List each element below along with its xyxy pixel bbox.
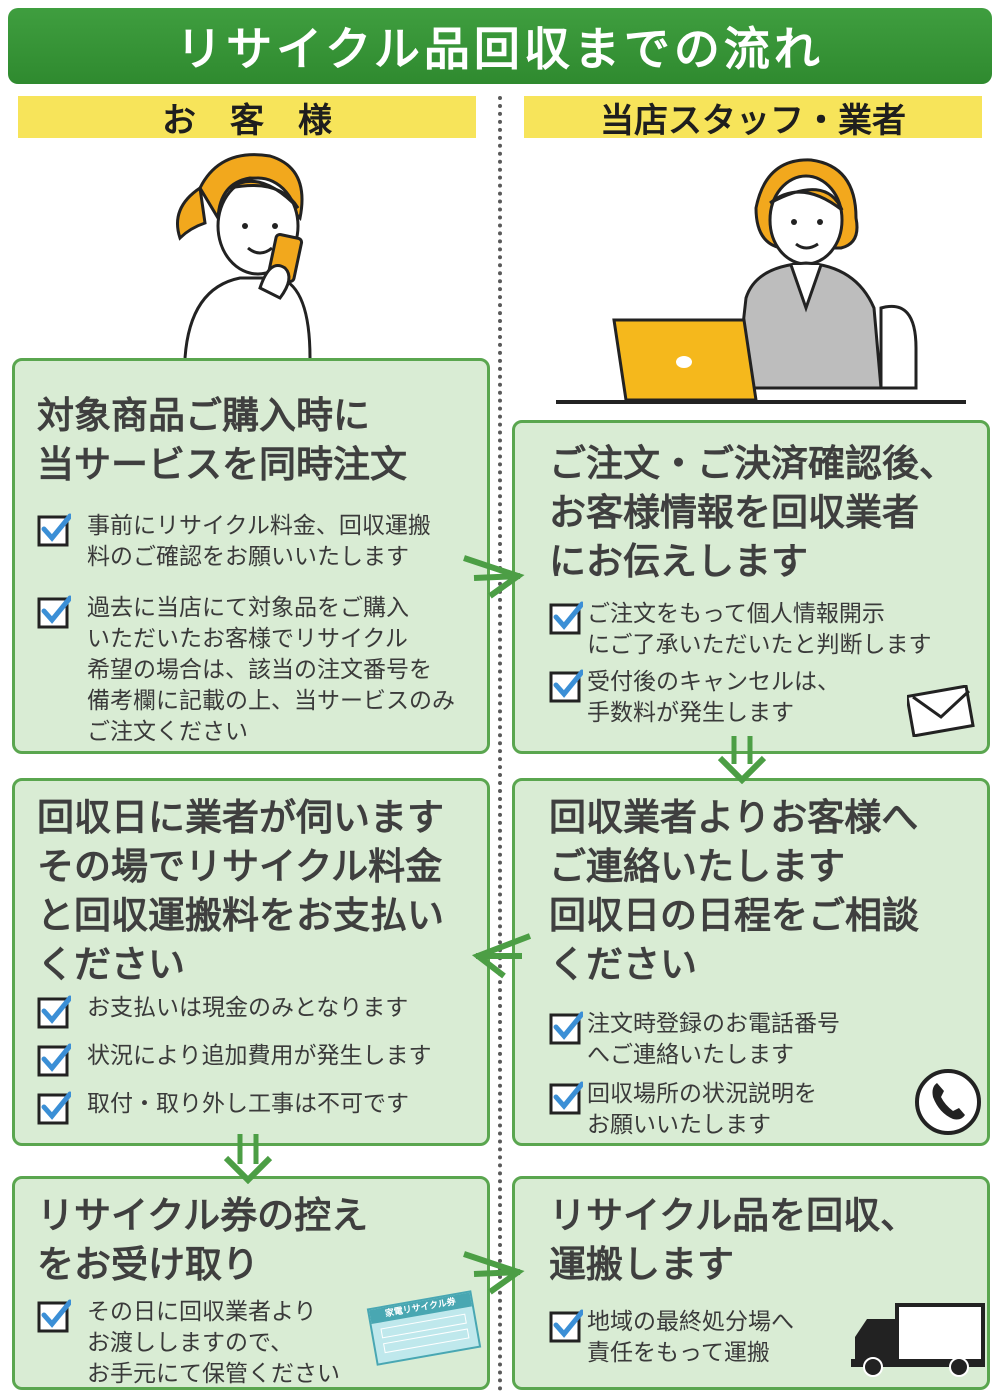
- column-header-staff: 当店スタッフ・業者: [524, 96, 982, 141]
- check-item-text: 回収場所の状況説明を お願いいたします: [587, 1081, 817, 1138]
- truck-icon: [851, 1303, 985, 1377]
- check-item: 受付後のキャンセルは、 手数料が発生します: [549, 667, 840, 729]
- arrow-right-icon: [463, 555, 525, 599]
- card-order-confirmation: ご注文・ご決済確認後、 お客様情報を回収業者 にお伝えします ご注文をもって個人…: [512, 420, 990, 754]
- arrow-right-icon: [463, 1251, 525, 1295]
- check-item: ご注文をもって個人情報開示 にご了承いただいたと判断します: [549, 599, 932, 661]
- card-receive-ticket: リサイクル券の控え をお受け取り その日に回収業者より お渡ししますので、 お手…: [12, 1176, 490, 1390]
- card-title: ご注文・ご決済確認後、 お客様情報を回収業者 にお伝えします: [549, 442, 956, 583]
- check-item: 状況により追加費用が発生します: [37, 1041, 432, 1077]
- check-item-text: お支払いは現金のみとなります: [87, 995, 409, 1021]
- customer-with-phone-illustration: [176, 153, 312, 358]
- check-item: 地域の最終処分場へ 責任をもって運搬: [549, 1307, 794, 1369]
- check-item-text: 状況により追加費用が発生します: [87, 1043, 432, 1069]
- checkbox-checked-icon: [549, 1081, 583, 1115]
- check-item-text: その日に回収業者より お渡ししますので、 お手元にて保管ください: [87, 1299, 340, 1387]
- check-item: 注文時登録のお電話番号 へご連絡いたします: [549, 1009, 840, 1071]
- checkbox-checked-icon: [37, 1091, 71, 1125]
- check-item-text: ご注文をもって個人情報開示 にご了承いただいたと判断します: [587, 601, 932, 658]
- checkbox-checked-icon: [37, 1299, 71, 1333]
- check-item: 事前にリサイクル料金、回収運搬 料のご確認をお願いいたします: [37, 511, 431, 573]
- checkbox-checked-icon: [37, 1043, 71, 1077]
- arrow-down-icon: [717, 736, 767, 784]
- check-item: 取付・取り外し工事は不可です: [37, 1089, 409, 1125]
- card-title: リサイクル券の控え をお受け取り: [37, 1194, 369, 1286]
- page-title: リサイクル品回収までの流れ: [8, 8, 992, 84]
- check-item: お支払いは現金のみとなります: [37, 993, 408, 1029]
- phone-icon: [915, 1069, 981, 1135]
- checkbox-checked-icon: [549, 1309, 583, 1343]
- card-title: 対象商品ご購入時に 当サービスを同時注文: [37, 394, 407, 486]
- card-title: リサイクル品を回収、 運搬します: [549, 1194, 918, 1286]
- checkbox-checked-icon: [549, 669, 583, 703]
- card-contact-customer: 回収業者よりお客様へ ご連絡いたします 回収日の日程をご相談 ください 注文時登…: [512, 778, 990, 1146]
- check-item-text: 地域の最終処分場へ 責任をもって運搬: [587, 1309, 794, 1366]
- check-item: その日に回収業者より お渡ししますので、 お手元にて保管ください: [37, 1297, 340, 1390]
- check-item-text: 過去に当店にて対象品をご購入 いただいたお客様でリサイクル 希望の場合は、該当の…: [87, 595, 455, 745]
- checkbox-checked-icon: [37, 995, 71, 1029]
- checkbox-checked-icon: [37, 513, 71, 547]
- check-item-text: 受付後のキャンセルは、 手数料が発生します: [587, 669, 840, 726]
- check-item: 過去に当店にて対象品をご購入 いただいたお客様でリサイクル 希望の場合は、該当の…: [37, 593, 455, 748]
- card-payment-on-site: 回収日に業者が伺います その場でリサイクル料金 と回収運搬料をお支払い ください…: [12, 778, 490, 1146]
- staff-at-laptop-illustration: [556, 158, 966, 404]
- checkbox-checked-icon: [37, 595, 71, 629]
- column-divider: [498, 96, 502, 1392]
- checkbox-checked-icon: [549, 601, 583, 635]
- column-header-customer: お 客 様: [18, 96, 476, 141]
- check-item-text: 注文時登録のお電話番号 へご連絡いたします: [587, 1011, 840, 1068]
- card-order-service: 対象商品ご購入時に 当サービスを同時注文 事前にリサイクル料金、回収運搬 料のご…: [12, 358, 490, 754]
- card-title: 回収日に業者が伺います その場でリサイクル料金 と回収運搬料をお支払い ください: [37, 796, 444, 986]
- arrow-down-icon: [223, 1134, 273, 1184]
- arrow-left-icon: [471, 933, 532, 979]
- card-title: 回収業者よりお客様へ ご連絡いたします 回収日の日程をご相談 ください: [549, 796, 919, 986]
- check-item-text: 事前にリサイクル料金、回収運搬 料のご確認をお願いいたします: [87, 513, 431, 570]
- check-item-text: 取付・取り外し工事は不可です: [87, 1091, 409, 1117]
- envelope-icon: [907, 685, 975, 737]
- check-item: 回収場所の状況説明を お願いいたします: [549, 1079, 817, 1141]
- checkbox-checked-icon: [549, 1011, 583, 1045]
- recycle-ticket-image: 家電リサイクル券: [366, 1290, 482, 1366]
- card-collect-transport: リサイクル品を回収、 運搬します 地域の最終処分場へ 責任をもって運搬: [512, 1176, 990, 1390]
